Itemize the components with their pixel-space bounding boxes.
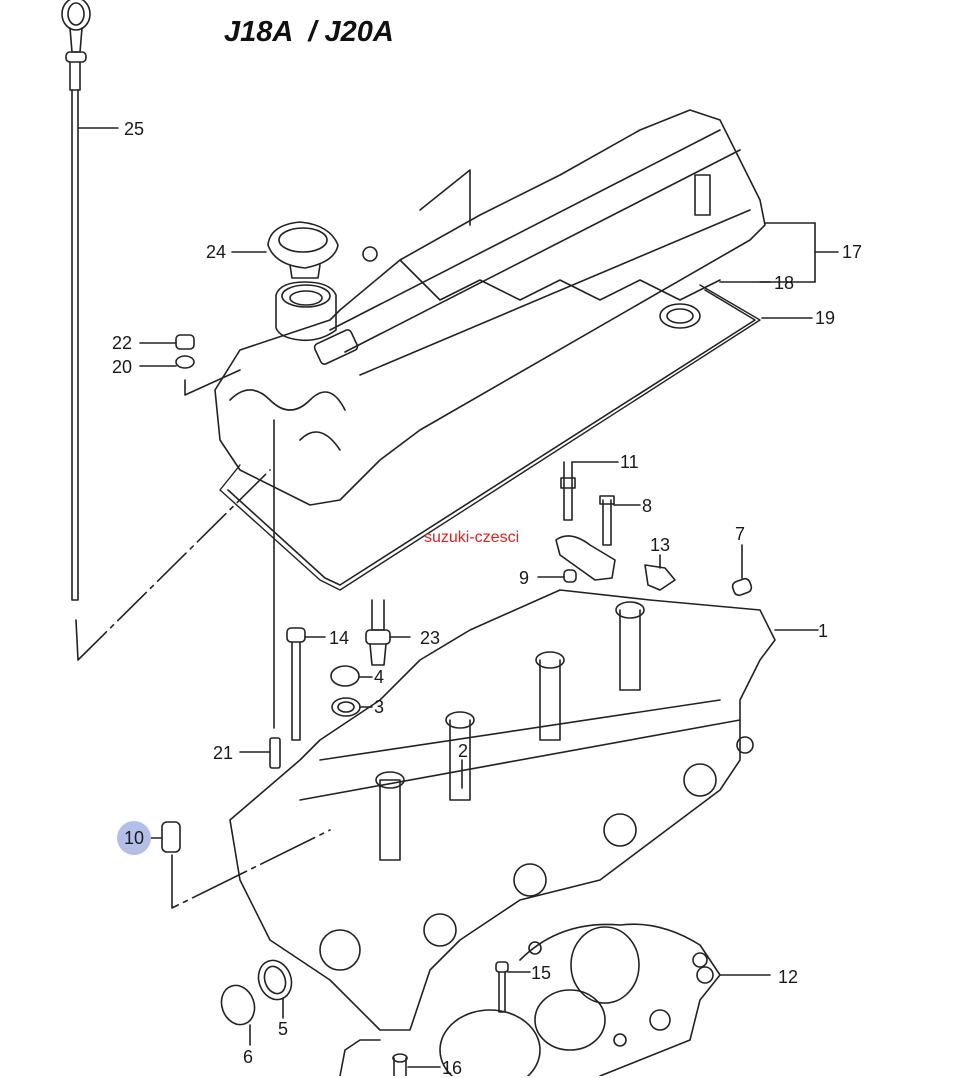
callout-13[interactable]: 13 bbox=[650, 535, 671, 555]
cover-nut-parts bbox=[139, 334, 241, 396]
callout-20[interactable]: 20 bbox=[112, 357, 133, 377]
engine-model-title: J18A / J20A bbox=[224, 16, 394, 48]
callout-19[interactable]: 19 bbox=[815, 308, 836, 328]
callout-4[interactable]: 4 bbox=[374, 667, 385, 687]
seal-plug-parts bbox=[220, 959, 293, 1046]
callout-10-highlighted[interactable]: 10 bbox=[117, 821, 151, 855]
oil-filler-cap-part bbox=[231, 221, 339, 342]
valve-cover-part bbox=[214, 109, 839, 506]
watermark-text: suzuki-czesci bbox=[424, 529, 520, 546]
head-gasket-part bbox=[339, 923, 771, 1076]
callout-14[interactable]: 14 bbox=[329, 628, 350, 648]
callout-17[interactable]: 17 bbox=[842, 242, 863, 262]
head-bolt-parts bbox=[239, 419, 463, 789]
dowel-pin-part bbox=[149, 821, 331, 909]
callout-16[interactable]: 16 bbox=[442, 1058, 463, 1078]
callout-24[interactable]: 24 bbox=[206, 242, 227, 262]
callout-22[interactable]: 22 bbox=[112, 333, 133, 353]
callout-8[interactable]: 8 bbox=[642, 496, 653, 516]
callout-6[interactable]: 6 bbox=[243, 1047, 254, 1067]
callout-5[interactable]: 5 bbox=[278, 1019, 289, 1039]
callout-25[interactable]: 25 bbox=[124, 119, 145, 139]
callout-21[interactable]: 21 bbox=[213, 743, 234, 763]
valve-cover-gasket-part bbox=[219, 281, 813, 591]
dipstick-part bbox=[61, 0, 271, 661]
camshaft-cap-parts bbox=[537, 461, 753, 597]
callout-2[interactable]: 2 bbox=[458, 741, 469, 761]
callout-11[interactable]: 11 bbox=[620, 452, 639, 472]
callout-12[interactable]: 12 bbox=[778, 967, 799, 987]
callout-15[interactable]: 15 bbox=[531, 963, 552, 983]
callout-1[interactable]: 1 bbox=[818, 621, 829, 641]
callout-18[interactable]: 18 bbox=[774, 273, 795, 293]
cylinder-head-part bbox=[229, 589, 819, 1031]
callout-7[interactable]: 7 bbox=[735, 524, 746, 544]
callout-23[interactable]: 23 bbox=[420, 628, 441, 648]
callout-3[interactable]: 3 bbox=[374, 697, 385, 717]
callout-9[interactable]: 9 bbox=[519, 568, 530, 588]
callout-10-label: 10 bbox=[123, 828, 145, 848]
